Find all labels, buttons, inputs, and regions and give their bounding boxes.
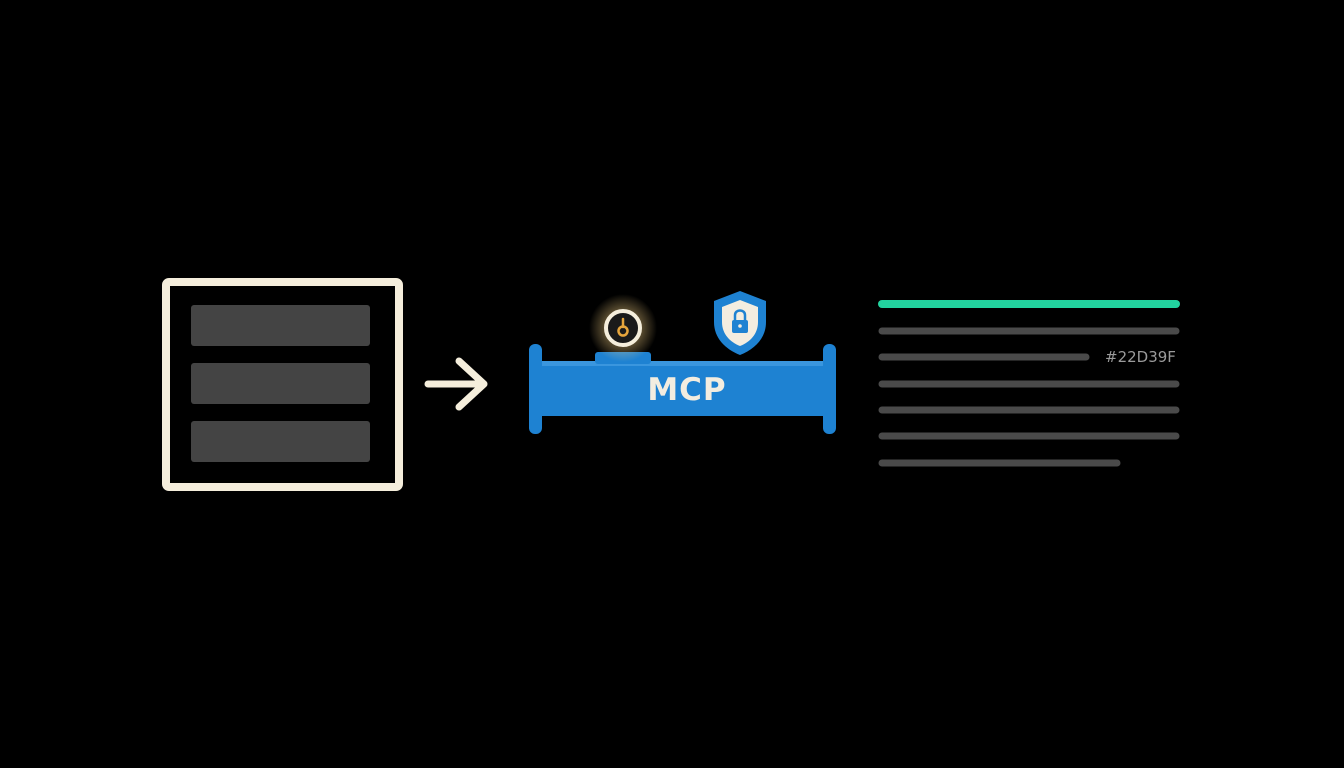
mcp-pipe: MCP bbox=[529, 344, 836, 434]
arrow-right-icon bbox=[424, 357, 488, 411]
window-row-3 bbox=[191, 421, 370, 462]
pipe-label: MCP bbox=[647, 372, 726, 408]
window-panel-icon bbox=[162, 278, 403, 491]
pipe-highlight bbox=[535, 361, 828, 366]
window-frame bbox=[162, 278, 403, 491]
shield-lock-icon bbox=[714, 291, 766, 355]
pipe-body bbox=[535, 361, 828, 416]
window-row-2 bbox=[191, 363, 370, 404]
window-row-1 bbox=[191, 305, 370, 346]
output-text-block: #22D39F bbox=[878, 300, 1180, 467]
color-code-label: #22D39F bbox=[1105, 348, 1176, 366]
pipe-left-flange bbox=[529, 344, 542, 434]
pipe-right-flange bbox=[823, 344, 836, 434]
pressure-gauge-icon bbox=[589, 294, 657, 362]
